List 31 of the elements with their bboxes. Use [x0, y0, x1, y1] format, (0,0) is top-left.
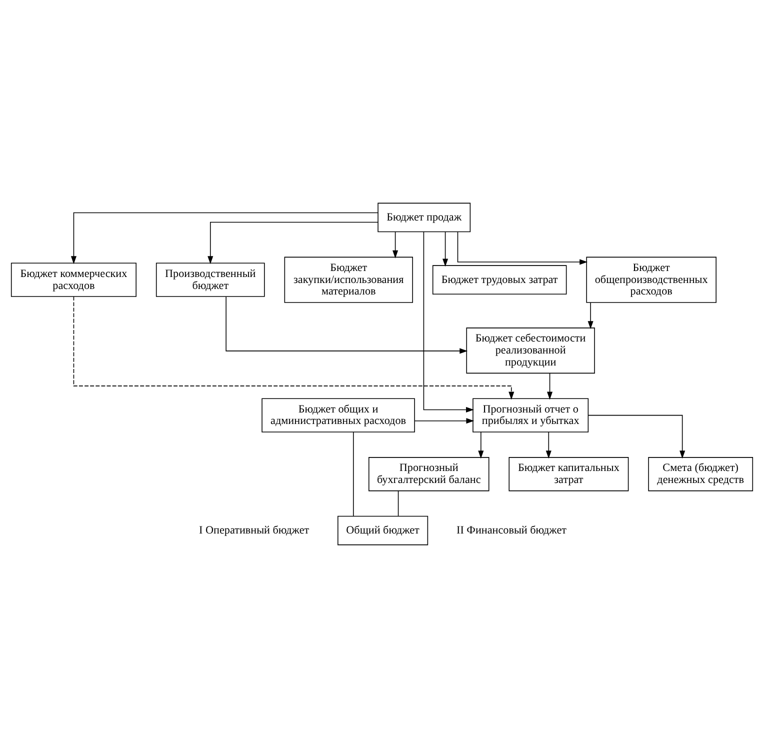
arrow [442, 231, 448, 266]
arrow [546, 431, 552, 458]
arrow [423, 231, 474, 412]
node-box: Бюджет закупки/использования материалов [284, 256, 413, 302]
arrow [70, 212, 378, 264]
arrow [226, 296, 468, 354]
arrow [414, 418, 474, 424]
arrow [457, 230, 588, 264]
node-box: Прогнозный отчет о прибылях и убытках [472, 398, 589, 432]
connector [398, 490, 399, 516]
node-box: Прогнозный бухгалтерский баланс [368, 456, 490, 491]
connector [353, 431, 354, 516]
label: I Оперативный бюджет [199, 524, 310, 536]
arrow [588, 302, 594, 329]
arrow [208, 221, 378, 264]
node-box: Производственный бюджет [156, 262, 265, 296]
arrow [73, 296, 514, 400]
arrow [478, 431, 484, 458]
node-box: Бюджет трудовых затрат [432, 264, 567, 294]
node-box: Бюджет коммерческих расходов [10, 262, 136, 296]
node-box: Бюджет продаж [378, 202, 471, 232]
node-box: Общий бюджет [338, 515, 428, 545]
label: II Финансовый бюджет [456, 524, 567, 536]
node-box: Бюджет общих и административных расходов [262, 398, 415, 432]
arrow [588, 414, 686, 458]
node-box: Смета (бюджет) денежных средств [648, 456, 754, 491]
arrow [392, 231, 398, 258]
node-box: Бюджет общепроизводственных расходов [586, 256, 716, 302]
node-box: Бюджет капитальных затрат [508, 456, 629, 491]
arrow [547, 372, 553, 400]
node-box: Бюджет себестоимости реализованной продукции [466, 327, 595, 374]
